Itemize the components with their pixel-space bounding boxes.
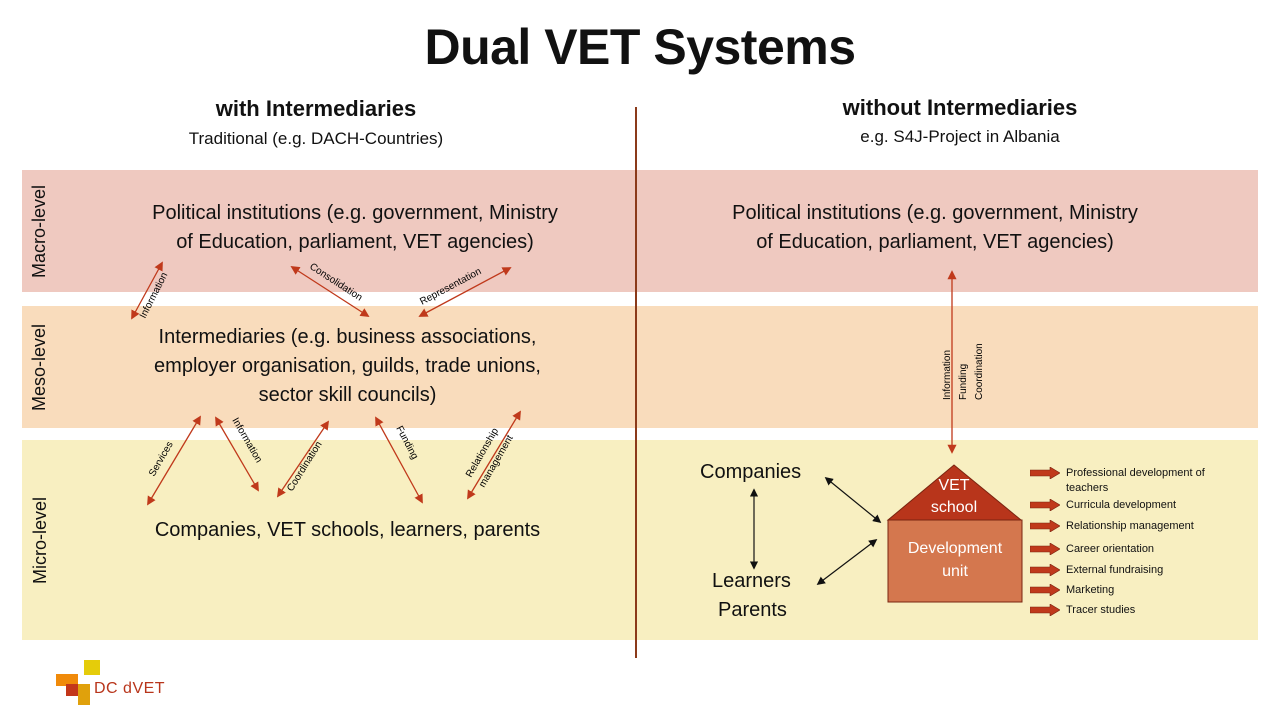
- label-information-micro: Information: [229, 416, 264, 465]
- dc-dvet-logo: DC dVET: [56, 660, 176, 710]
- task-label: External fundraising: [1066, 564, 1164, 576]
- development-unit-box: [887, 519, 1023, 603]
- label-vertical-coordination: Coordination: [974, 343, 985, 400]
- vet-school-label-line-1: VET: [938, 477, 970, 494]
- arrow-relationship: [467, 410, 521, 500]
- page-title: Dual VET Systems: [424, 19, 856, 75]
- left-meso-line-2: employer organisation, guilds, trade uni…: [154, 355, 541, 377]
- left-meso-intermediaries: Intermediaries (e.g. business associatio…: [90, 323, 605, 410]
- arrow-right-icon: [1030, 499, 1060, 511]
- development-unit-label: Development unit: [888, 537, 1022, 583]
- arrow-right-icon: [1030, 543, 1060, 555]
- left-meso-line-3: sector skill councils): [258, 384, 437, 406]
- right-macro-institutions: Political institutions (e.g. government,…: [675, 199, 1195, 257]
- label-coordination: Coordination: [285, 440, 324, 494]
- left-macro-institutions: Political institutions (e.g. government,…: [90, 199, 620, 257]
- arrow-consolidation: [290, 266, 370, 317]
- task-label: Marketing: [1066, 584, 1115, 596]
- arrow-services: [147, 415, 201, 506]
- logo-square-amber: [78, 684, 90, 705]
- arrow-right-icon: [1030, 564, 1060, 576]
- arrow-representation: [418, 267, 512, 317]
- logo-text: DC dVET: [94, 680, 166, 697]
- arrow-learners-school: [816, 538, 878, 586]
- task-label: Career orientation: [1066, 543, 1155, 555]
- right-column-subheading: e.g. S4J-Project in Albania: [860, 127, 1060, 146]
- vet-school-label-line-2: school: [930, 499, 978, 516]
- task-label: Tracer studies: [1066, 604, 1136, 616]
- label-vertical-information: Information: [942, 350, 953, 400]
- arrow-funding: [375, 416, 423, 504]
- task-label-line-2: teachers: [1066, 482, 1109, 494]
- arrow-coordination: [276, 420, 330, 498]
- left-column-heading: with Intermediaries: [215, 96, 417, 121]
- arrow-information-macro: [131, 261, 163, 320]
- left-micro-actors: Companies, VET schools, learners, parent…: [154, 519, 541, 541]
- left-column-subheading: Traditional (e.g. DACH-Countries): [188, 129, 444, 148]
- task-label: Curricula development: [1066, 499, 1177, 511]
- right-macro-line-2: of Education, parliament, VET agencies): [756, 231, 1114, 253]
- left-meso-line-1: Intermediaries (e.g. business associatio…: [158, 326, 537, 348]
- task-label: Professional development of teachers: [1066, 466, 1256, 496]
- vet-school-label: VET school: [914, 475, 994, 519]
- label-vertical-funding: Funding: [958, 364, 969, 400]
- left-macro-line-1: Political institutions (e.g. government,…: [152, 202, 558, 224]
- arrow-right-icon: [1030, 604, 1060, 616]
- development-unit-label-line-2: unit: [942, 563, 968, 580]
- macro-level-band: [22, 170, 1258, 292]
- column-divider: [635, 107, 637, 658]
- task-label: Relationship management: [1066, 520, 1194, 532]
- development-unit-label-line-1: Development: [907, 540, 1003, 557]
- arrow-companies-school: [824, 476, 882, 524]
- arrow-right-icon: [1030, 467, 1060, 479]
- logo-square-orange: [56, 674, 78, 686]
- right-parents: Parents: [718, 599, 787, 621]
- arrow-information-micro: [215, 416, 259, 492]
- right-learners: Learners: [712, 570, 791, 592]
- arrow-right-icon: [1030, 584, 1060, 596]
- logo-square-yellow: [84, 660, 100, 675]
- right-column-heading: without Intermediaries: [842, 95, 1078, 120]
- right-companies: Companies: [700, 461, 802, 483]
- task-label-line-1: Professional development of: [1066, 467, 1205, 479]
- label-services: Services: [147, 440, 176, 479]
- arrow-right-icon: [1030, 520, 1060, 532]
- left-macro-line-2: of Education, parliament, VET agencies): [176, 231, 534, 253]
- meso-level-band: [22, 306, 1258, 428]
- right-macro-line-1: Political institutions (e.g. government,…: [732, 202, 1138, 224]
- logo-square-red: [66, 684, 78, 696]
